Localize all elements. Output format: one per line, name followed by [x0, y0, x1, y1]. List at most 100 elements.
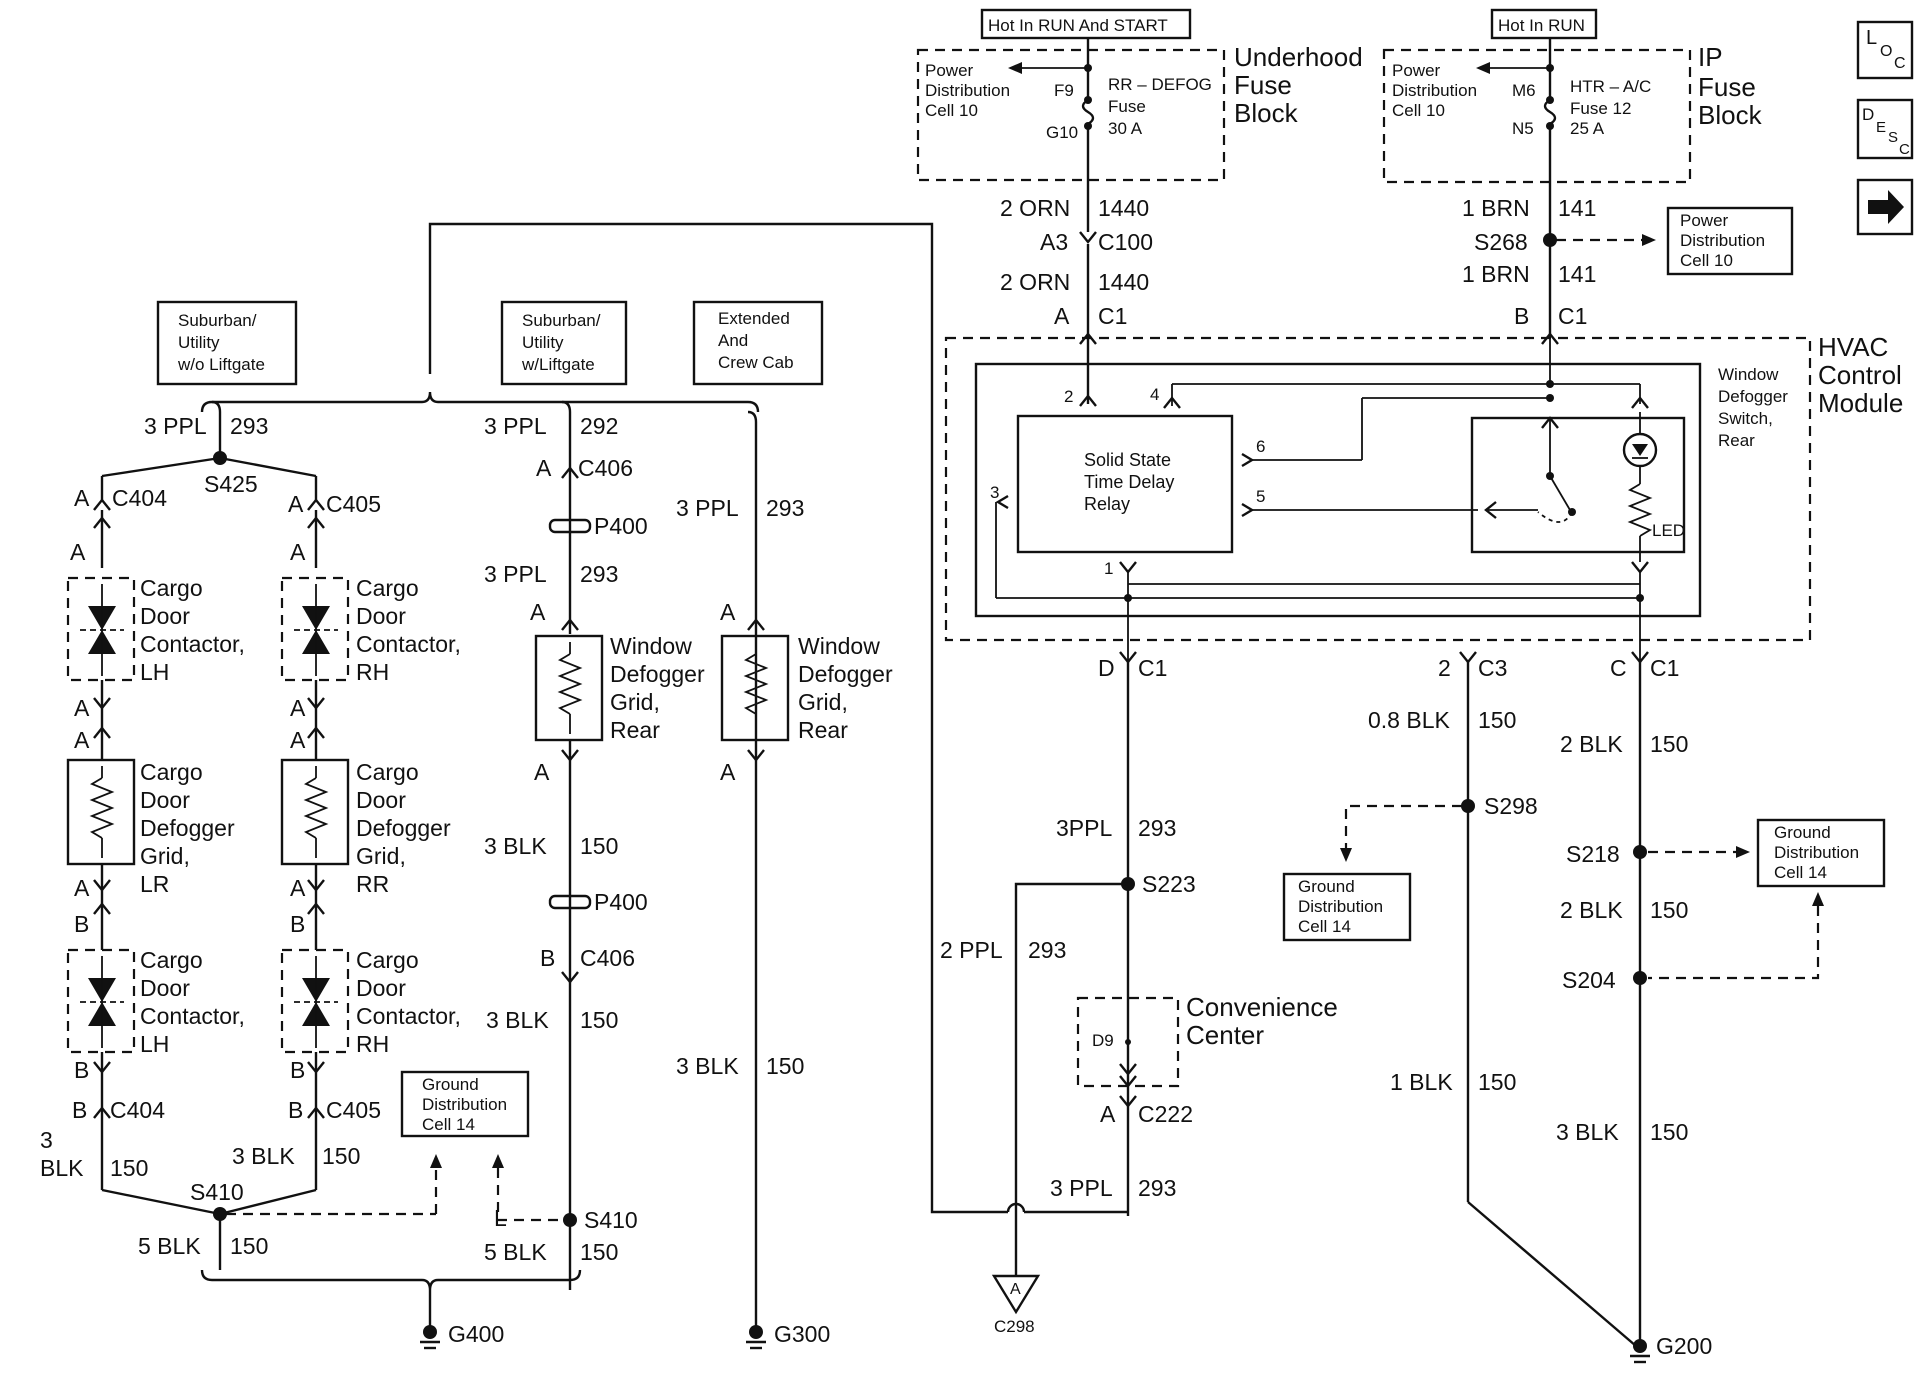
svg-text:1 BRN: 1 BRN [1462, 261, 1530, 287]
svg-text:Rear: Rear [610, 717, 660, 743]
desc-button[interactable]: D E S C [1856, 98, 1914, 160]
svg-text:A: A [1010, 1281, 1021, 1298]
svg-text:A: A [1054, 303, 1070, 329]
svg-text:G10: G10 [1046, 123, 1078, 142]
svg-text:4: 4 [1150, 385, 1159, 404]
connector-c1-c: C1 [1650, 655, 1679, 681]
connector-c3: C3 [1478, 655, 1507, 681]
connector-c406-a: C406 [578, 455, 633, 481]
svg-text:A: A [534, 759, 550, 785]
svg-text:Control: Control [1818, 360, 1902, 390]
svg-text:A: A [290, 539, 306, 565]
cargo-door-contactor-rh-bottom [280, 948, 350, 1054]
svg-text:293: 293 [1028, 937, 1066, 963]
ground-dist-cell14-a[interactable]: Ground Distribution Cell 14 [1282, 872, 1412, 942]
svg-text:Door: Door [140, 603, 190, 629]
ground-dist-cell14-b[interactable]: Ground Distribution Cell 14 [1756, 818, 1886, 888]
svg-text:Cell 10: Cell 10 [1392, 101, 1445, 120]
svg-text:Cell 10: Cell 10 [925, 101, 978, 120]
svg-text:3 PPL: 3 PPL [484, 413, 547, 439]
svg-text:Door: Door [140, 975, 190, 1001]
svg-text:Suburban/: Suburban/ [178, 311, 257, 330]
svg-text:3 BLK: 3 BLK [484, 833, 547, 859]
svg-text:Distribution: Distribution [925, 81, 1010, 100]
svg-text:F9: F9 [1054, 81, 1074, 100]
svg-text:Suburban/: Suburban/ [522, 311, 601, 330]
svg-text:Grid,: Grid, [140, 843, 190, 869]
svg-text:B: B [74, 1057, 89, 1083]
svg-text:150: 150 [1478, 1069, 1516, 1095]
svg-text:G200: G200 [1656, 1333, 1712, 1359]
svg-text:A: A [290, 875, 306, 901]
svg-text:Module: Module [1818, 388, 1903, 418]
resistor-icon [1627, 483, 1653, 537]
svg-text:Distribution: Distribution [422, 1095, 507, 1114]
svg-text:150: 150 [1650, 1119, 1688, 1145]
svg-text:150: 150 [766, 1053, 804, 1079]
svg-text:LED: LED [1652, 521, 1685, 540]
fuse-htr-ac-icon [1543, 98, 1557, 126]
svg-text:141: 141 [1558, 195, 1596, 221]
svg-text:Block: Block [1234, 98, 1299, 128]
convenience-center: D9 [1076, 996, 1180, 1088]
svg-text:S410: S410 [584, 1207, 638, 1233]
svg-text:Cargo: Cargo [356, 947, 419, 973]
svg-text:A: A [74, 727, 90, 753]
svg-text:P400: P400 [594, 513, 648, 539]
svg-text:Grid,: Grid, [610, 689, 660, 715]
svg-text:Defogger: Defogger [1718, 387, 1788, 406]
svg-text:Fuse 12: Fuse 12 [1570, 99, 1631, 118]
svg-text:292: 292 [580, 413, 618, 439]
underhood-fuse-block: Underhood Fuse Block Power Distribution … [916, 42, 1363, 182]
svg-text:B: B [290, 1057, 305, 1083]
svg-text:Hot In RUN And START: Hot In RUN And START [988, 16, 1168, 35]
svg-text:Cargo: Cargo [140, 759, 203, 785]
ground-dist-cell14-left[interactable]: Ground Distribution Cell 14 [400, 1070, 530, 1138]
svg-text:L: L [494, 1205, 507, 1231]
svg-text:2: 2 [1438, 655, 1451, 681]
svg-text:HVAC: HVAC [1818, 332, 1888, 362]
svg-text:B: B [540, 945, 555, 971]
svg-text:Contactor,: Contactor, [356, 1003, 461, 1029]
svg-text:6: 6 [1256, 437, 1265, 456]
svg-text:IP: IP [1698, 42, 1723, 72]
svg-text:293: 293 [580, 561, 618, 587]
connector-c405-b: C405 [326, 1097, 381, 1123]
svg-text:S410: S410 [190, 1179, 244, 1205]
svg-text:B: B [290, 911, 305, 937]
connector-c1-a: C1 [1098, 303, 1127, 329]
svg-text:Cargo: Cargo [356, 575, 419, 601]
svg-text:A: A [290, 695, 306, 721]
svg-text:S: S [1888, 129, 1898, 146]
svg-text:D9: D9 [1092, 1031, 1114, 1050]
window-defogger-grid-rear-liftgate [534, 634, 604, 742]
svg-text:Cell 14: Cell 14 [1774, 863, 1827, 882]
svg-text:2 BLK: 2 BLK [1560, 897, 1623, 923]
svg-text:LH: LH [140, 659, 169, 685]
svg-text:E: E [1876, 119, 1886, 136]
fuse-rr-defog-icon [1081, 98, 1095, 126]
svg-text:150: 150 [1650, 897, 1688, 923]
loc-button[interactable]: L O C [1856, 20, 1914, 80]
svg-text:Defogger: Defogger [610, 661, 705, 687]
svg-text:A: A [290, 727, 306, 753]
svg-text:RH: RH [356, 1031, 389, 1057]
svg-text:Door: Door [356, 787, 406, 813]
svg-text:3PPL: 3PPL [1056, 815, 1112, 841]
next-arrow-button[interactable] [1856, 178, 1914, 236]
svg-text:150: 150 [230, 1233, 268, 1259]
svg-text:S218: S218 [1566, 841, 1620, 867]
svg-text:A3: A3 [1040, 229, 1068, 255]
svg-text:w/Liftgate: w/Liftgate [521, 355, 595, 374]
svg-text:A: A [1100, 1101, 1116, 1127]
svg-text:1: 1 [1104, 559, 1113, 578]
svg-text:Door: Door [356, 603, 406, 629]
resistor-icon [303, 777, 329, 839]
cargo-door-contactor-rh-top [280, 576, 350, 682]
svg-text:Cargo: Cargo [356, 759, 419, 785]
svg-text:RR – DEFOG: RR – DEFOG [1108, 75, 1212, 94]
power-dist-cell10-ref[interactable]: Power Distribution Cell 10 [1666, 206, 1794, 276]
cargo-door-defogger-grid-rr [280, 758, 350, 866]
svg-text:3 PPL: 3 PPL [484, 561, 547, 587]
connector-c1-d: C1 [1138, 655, 1167, 681]
